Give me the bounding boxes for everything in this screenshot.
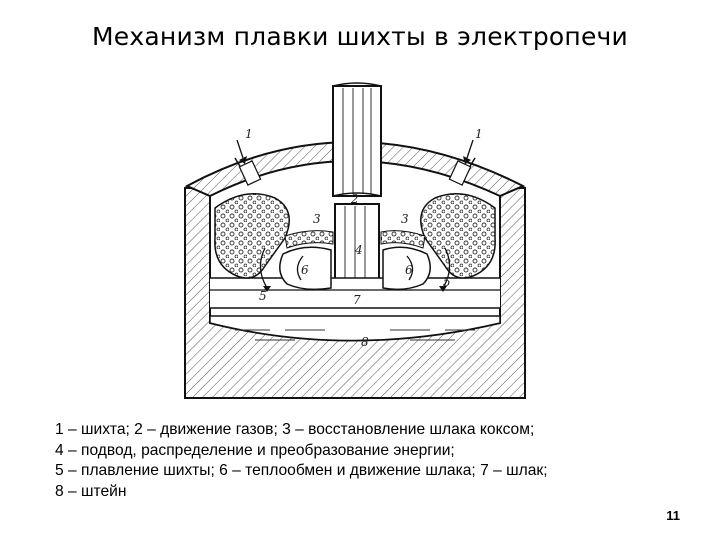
label-5-right: 5 xyxy=(443,275,451,289)
furnace-roof xyxy=(184,141,526,198)
flow-arrows xyxy=(236,139,474,289)
electrode-top xyxy=(332,85,382,197)
slide-title: Механизм плавки шихты в электропечи xyxy=(92,22,628,51)
slag-cell-right xyxy=(382,246,431,291)
charge-opening-left xyxy=(238,160,262,186)
caption-line-3: 5 – плавление шихты; 6 – теплообмен и дв… xyxy=(55,462,548,479)
coke-layer-right xyxy=(380,230,426,249)
label-6-right: 6 xyxy=(405,263,413,277)
charge-pile-right xyxy=(420,193,496,279)
label-4: 4 xyxy=(354,243,363,257)
caption-line-1: 1 – шихта; 2 – движение газов; 3 – восст… xyxy=(55,421,535,438)
diagram-caption: 1 – шихта; 2 – движение газов; 3 – восст… xyxy=(55,420,675,502)
charge-pile-left xyxy=(214,193,290,279)
furnace-hearth xyxy=(209,315,501,342)
label-7: 7 xyxy=(353,293,361,307)
matte-layer xyxy=(235,329,475,341)
label-8: 8 xyxy=(361,335,369,349)
label-2: 2 xyxy=(350,192,359,206)
label-1-left: 1 xyxy=(245,127,253,141)
label-3-left: 3 xyxy=(313,212,321,226)
arrow-heads xyxy=(239,156,471,292)
label-6-left: 6 xyxy=(301,263,309,277)
slag-layer xyxy=(210,278,500,308)
label-5-left: 5 xyxy=(259,289,267,303)
coke-layer-left xyxy=(284,230,334,249)
slag-cell-left xyxy=(279,246,332,291)
charge-opening-right xyxy=(448,160,472,186)
caption-line-4: 8 – штейн xyxy=(55,482,127,500)
page-number: 11 xyxy=(666,508,680,523)
label-1-right: 1 xyxy=(475,127,483,141)
furnace-diagram: 1 1 2 3 3 4 5 5 6 6 7 8 xyxy=(175,78,535,408)
caption-line-2: 4 – подвод, распределение и преобразован… xyxy=(55,441,455,459)
furnace-drawing: 1 1 2 3 3 4 5 5 6 6 7 8 xyxy=(184,82,526,399)
label-3-right: 3 xyxy=(401,212,409,226)
